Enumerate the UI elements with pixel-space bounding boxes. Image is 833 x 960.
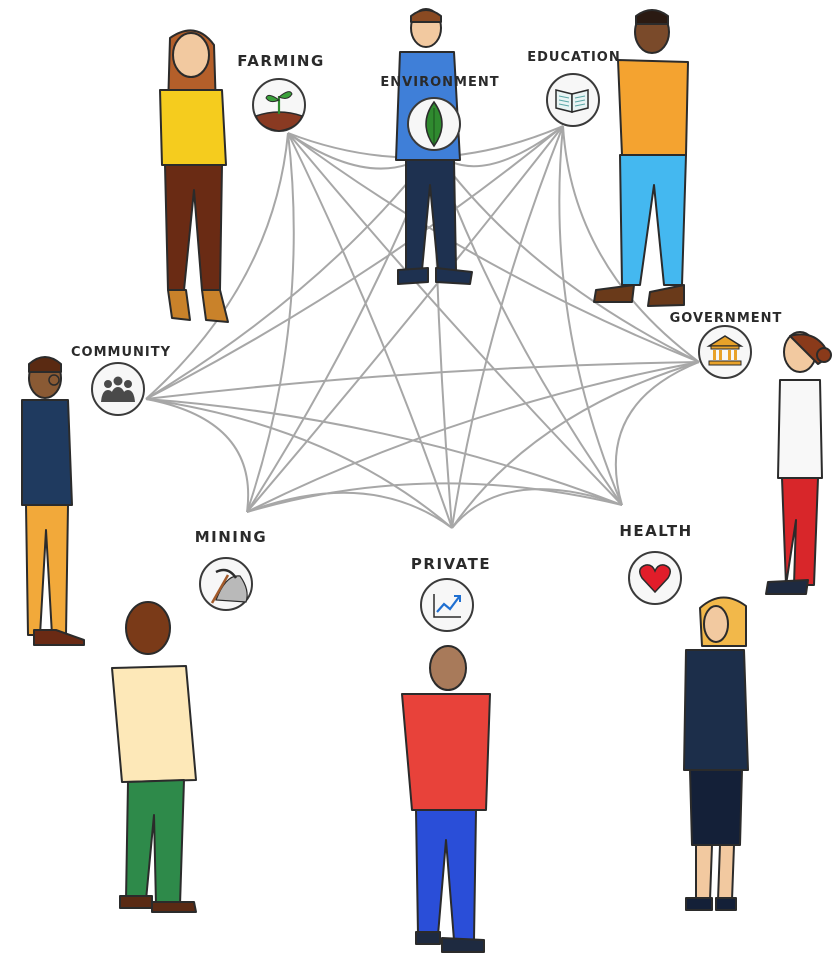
person-navy-jacket-man bbox=[21, 356, 85, 646]
link-environment-community bbox=[145, 149, 435, 400]
link-education-government bbox=[562, 125, 700, 363]
link-private-mining bbox=[246, 491, 453, 529]
label-mining: MINING bbox=[195, 528, 268, 546]
link-environment-government bbox=[433, 149, 700, 363]
link-farming-community bbox=[145, 132, 289, 400]
person-yellow-top-woman bbox=[159, 29, 229, 323]
label-government: GOVERNMENT bbox=[670, 311, 783, 326]
link-farming-mining bbox=[246, 132, 295, 513]
person-red-shirt-man bbox=[401, 645, 491, 953]
link-education-health bbox=[558, 125, 623, 506]
link-farming-government bbox=[287, 132, 700, 363]
label-private: PRIVATE bbox=[411, 555, 491, 573]
node-private bbox=[420, 578, 474, 632]
node-government bbox=[698, 325, 752, 379]
link-education-private bbox=[451, 125, 564, 529]
label-education: EDUCATION bbox=[527, 50, 620, 65]
label-environment: ENVIRONMENT bbox=[380, 75, 499, 90]
link-health-community bbox=[145, 398, 623, 506]
person-white-top-woman bbox=[765, 331, 832, 595]
seedling-icon bbox=[265, 91, 293, 114]
node-mining bbox=[199, 557, 253, 611]
growth-chart-icon bbox=[433, 594, 461, 618]
node-community bbox=[91, 362, 145, 416]
people-group-icon bbox=[101, 376, 135, 402]
link-education-community bbox=[145, 125, 564, 400]
node-health bbox=[628, 551, 682, 605]
bank-building-icon bbox=[706, 335, 744, 366]
link-health-private bbox=[451, 488, 623, 529]
link-health-mining bbox=[246, 482, 623, 513]
link-education-mining bbox=[246, 125, 564, 513]
person-navy-dress-woman bbox=[683, 596, 749, 911]
node-environment bbox=[407, 97, 461, 151]
pickaxe-icon bbox=[210, 568, 238, 604]
label-community: COMMUNITY bbox=[71, 345, 171, 360]
person-orange-shirt-man bbox=[593, 9, 689, 307]
heart-icon bbox=[639, 564, 671, 594]
label-health: HEALTH bbox=[619, 522, 692, 540]
link-government-mining bbox=[246, 361, 700, 513]
node-education bbox=[546, 73, 600, 127]
link-government-community bbox=[145, 361, 700, 400]
person-cream-shirt-man bbox=[111, 601, 197, 913]
link-government-private bbox=[451, 361, 700, 529]
link-government-health bbox=[614, 361, 700, 506]
link-private-community bbox=[145, 398, 453, 529]
link-farming-private bbox=[287, 132, 453, 529]
node-farming bbox=[252, 78, 306, 132]
label-farming: FARMING bbox=[237, 52, 325, 70]
book-icon bbox=[555, 89, 589, 113]
link-farming-health bbox=[287, 132, 623, 506]
link-mining-community bbox=[145, 398, 250, 513]
